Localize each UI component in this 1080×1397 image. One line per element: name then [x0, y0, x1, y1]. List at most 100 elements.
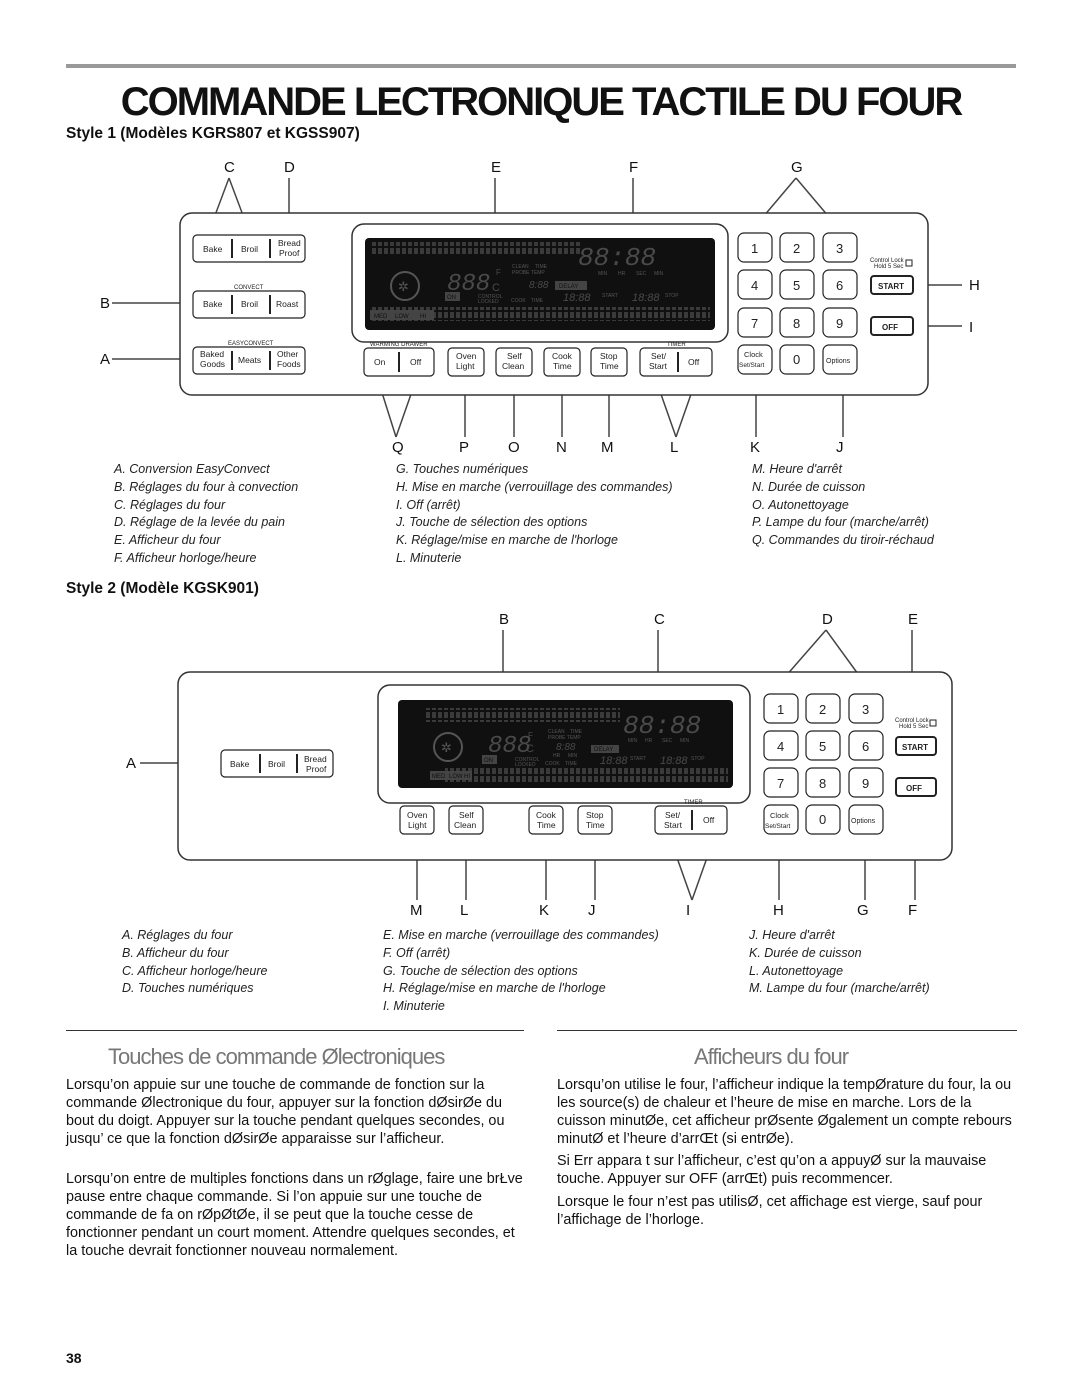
s2-bread-proof-button[interactable]: Bread [304, 754, 327, 764]
s2-clock-readout: 88:88 [623, 711, 701, 741]
s2-key-1-label: 1 [777, 702, 784, 717]
options-button[interactable] [822, 344, 858, 375]
style1-legend-col1: A. Conversion EasyConvect B. Réglages du… [114, 461, 298, 568]
disp-hr: HR [618, 271, 626, 277]
s2-key-1[interactable] [763, 693, 799, 724]
meats-button[interactable]: Meats [238, 355, 261, 365]
s2-disp-delay: DELAY [594, 747, 613, 753]
style1-legend-col2: G. Touches numériques H. Mise en marche … [396, 461, 673, 568]
s2-key-9[interactable] [848, 767, 884, 798]
left-section-title: Touches de commande Ølectroniques [108, 1044, 445, 1069]
legend-item: Q. Commandes du tiroir-réchaud [752, 533, 934, 548]
oven-light-button[interactable] [447, 347, 485, 377]
convect-broil-button[interactable]: Broil [241, 299, 258, 309]
s2-key-6[interactable] [848, 730, 884, 761]
callout-d: D [284, 159, 295, 176]
s2-start-button[interactable] [895, 736, 937, 756]
off-button[interactable] [870, 316, 914, 336]
s2-off-button[interactable] [895, 777, 937, 797]
s2-options-button[interactable] [848, 804, 884, 835]
right-paragraph-1: Lorsqu’on utilise le four, l’afficheur i… [557, 1077, 1012, 1147]
s2-key-3[interactable] [848, 693, 884, 724]
style2-legend-col1: A. Réglages du four B. Afficheur du four… [122, 927, 267, 1016]
s2-cook-line1: Cook [536, 810, 557, 820]
disp-stop-time: 18:88 [632, 292, 660, 304]
clock-set-start-button[interactable] [737, 344, 773, 375]
callout-a: A [100, 351, 110, 368]
s2-clock-set-start-button[interactable] [763, 804, 799, 835]
page-title: COMMANDE LECTRONIQUE TACTILE DU FOUR [120, 80, 964, 124]
s2-fan-icon [433, 732, 463, 762]
s2-self-clean-button[interactable] [448, 805, 484, 835]
s2-disp-time: TIME [570, 729, 583, 735]
s2-stop-time-button[interactable] [577, 805, 613, 835]
key-3[interactable] [822, 232, 858, 263]
s2-timer-off-button[interactable]: Off [703, 815, 715, 825]
s2-key-5[interactable] [805, 730, 841, 761]
s2-key-4[interactable] [763, 730, 799, 761]
cook-time-button[interactable] [543, 347, 581, 377]
legend-item: J. Touche de sélection des options [396, 515, 588, 530]
clock-readout: 88:88 [578, 243, 656, 273]
s2-cook-time-button[interactable] [528, 805, 564, 835]
baked-goods-line2: Goods [200, 359, 225, 369]
convect-roast-button[interactable]: Roast [276, 299, 299, 309]
s2-callout-h: H [773, 902, 784, 919]
s2-key-7[interactable] [763, 767, 799, 798]
clock-label-1: Clock [744, 350, 763, 359]
s2-disp-sec: SEC [662, 738, 673, 744]
stop-time-line2: Time [600, 361, 619, 371]
key-4[interactable] [737, 269, 773, 300]
legend-item: M. Lampe du four (marche/arrêt) [749, 981, 930, 996]
disp-clean: CLEAN [512, 264, 529, 270]
s2-key-5-label: 5 [819, 739, 826, 754]
key-6[interactable] [822, 269, 858, 300]
disp-locked: LOCKED [478, 299, 499, 305]
baked-goods-button[interactable]: Baked [200, 349, 224, 359]
key-1[interactable] [737, 232, 773, 263]
s2-oven-line1: Oven [407, 810, 428, 820]
warming-on-button[interactable]: On [374, 357, 386, 367]
other-foods-button[interactable]: Other [277, 349, 298, 359]
callout-c: C [224, 159, 235, 176]
callout-f: F [629, 159, 638, 176]
broil-button[interactable]: Broil [241, 244, 258, 254]
s2-callout-i: I [686, 902, 690, 919]
timer-off-button[interactable]: Off [688, 357, 700, 367]
s2-disp-med: MED [432, 774, 446, 780]
bake-button[interactable]: Bake [203, 244, 223, 254]
callout-n: N [556, 439, 567, 456]
s2-text-segments-row2 [445, 768, 728, 782]
s2-oven-light-button[interactable] [399, 805, 435, 835]
disp-delay: DELAY [559, 284, 578, 290]
right-section-title: Afficheurs du four [694, 1044, 849, 1069]
disp-start: START [602, 293, 618, 299]
s2-bake-button[interactable]: Bake [230, 759, 250, 769]
key-5[interactable] [779, 269, 815, 300]
key-2[interactable] [779, 232, 815, 263]
legend-item: H. Mise en marche (verrouillage des comm… [396, 479, 673, 494]
s2-key-2[interactable] [805, 693, 841, 724]
s2-callout-j: J [588, 902, 596, 919]
s2-key-8[interactable] [805, 767, 841, 798]
warming-off-button[interactable]: Off [410, 357, 422, 367]
s2-text-segments-row1 [425, 708, 620, 722]
key-8[interactable] [779, 307, 815, 338]
key-0[interactable] [779, 344, 815, 375]
stop-time-button[interactable] [590, 347, 628, 377]
disp-low: LOW [395, 314, 409, 320]
s2-key-0[interactable] [805, 804, 841, 835]
convect-bake-button[interactable]: Bake [203, 299, 223, 309]
key-7[interactable] [737, 307, 773, 338]
s2-broil-button[interactable]: Broil [268, 759, 285, 769]
timer-strip [639, 347, 713, 377]
self-clean-button[interactable] [495, 347, 533, 377]
left-section-rule [66, 1030, 524, 1031]
key-9[interactable] [822, 307, 858, 338]
bread-proof-button[interactable]: Bread [278, 238, 301, 248]
start-button[interactable] [870, 275, 914, 295]
s2-timer-set-start-button[interactable]: Set/ [665, 810, 681, 820]
timer-set-start-button[interactable]: Set/ [651, 351, 667, 361]
right-paragraph-2: Si Err appara t sur l’afficheur, c’est q… [557, 1153, 987, 1187]
